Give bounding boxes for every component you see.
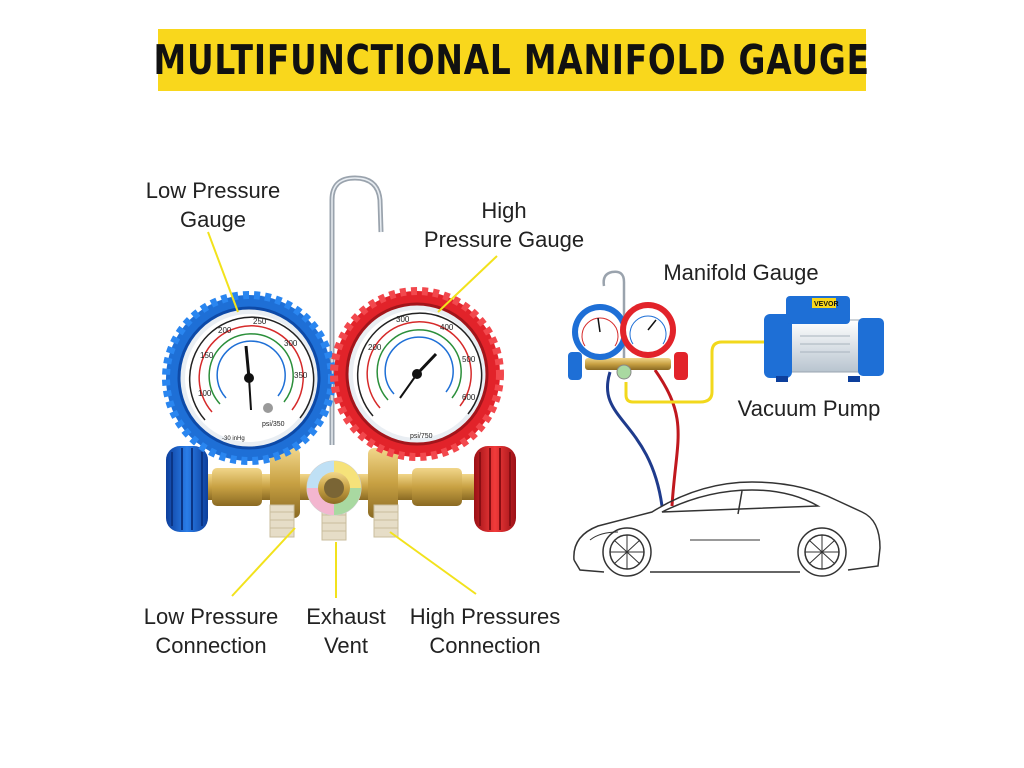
high-side-valve-knob — [474, 446, 516, 532]
low-gauge-vacuum-label: -30 inHg — [222, 436, 245, 442]
label-low-pressure-connection: Low Pressure Connection — [143, 604, 279, 658]
low-gauge-unit: psi/350 — [262, 421, 285, 428]
sight-glass — [306, 460, 362, 516]
label-vacuum-pump: Vacuum Pump — [737, 396, 881, 421]
low-gauge-tick-250: 250 — [253, 317, 267, 326]
blue-hose — [606, 371, 664, 507]
label-high-pressures-connection: High Pressures Connection — [409, 604, 561, 658]
high-pressure-gauge: 200 300 400 500 600 psi/750 — [330, 287, 504, 461]
low-gauge-tick-200: 200 — [218, 326, 232, 335]
low-side-valve-knob — [166, 446, 208, 532]
high-gauge-tick-200: 200 — [368, 343, 382, 352]
leader-lines — [207, 231, 498, 598]
title-banner: MULTIFUNCTIONAL MANIFOLD GAUGE — [154, 29, 869, 91]
low-gauge-tick-350: 350 — [294, 371, 308, 380]
low-pressure-gauge: 100 150 200 250 300 350 psi/350 -30 inHg — [162, 291, 336, 465]
high-gauge-tick-400: 400 — [440, 323, 454, 332]
vacuum-pump: VEVOR — [764, 296, 884, 382]
red-hose — [653, 369, 680, 507]
low-gauge-tick-100: 100 — [198, 389, 212, 398]
label-high-pressure-gauge: High Pressure Gauge — [423, 198, 585, 252]
small-manifold-gauge — [568, 270, 688, 380]
high-gauge-tick-600: 600 — [462, 393, 476, 402]
pump-brand-label: VEVOR — [814, 301, 839, 308]
label-manifold-gauge: Manifold Gauge — [663, 260, 819, 285]
low-gauge-tick-300: 300 — [284, 339, 298, 348]
label-low-pressure-gauge: Low Pressure Gauge — [145, 178, 281, 232]
high-pressure-port — [373, 504, 399, 538]
low-pressure-port — [269, 504, 295, 538]
low-gauge-tick-150: 150 — [200, 351, 214, 360]
yellow-hose — [624, 340, 768, 404]
banner-title: MULTIFUNCTIONAL MANIFOLD GAUGE — [153, 36, 871, 84]
high-gauge-tick-500: 500 — [462, 355, 476, 364]
label-exhaust-vent: Exhaust Vent — [306, 604, 386, 658]
high-gauge-tick-300: 300 — [396, 315, 410, 324]
high-gauge-unit: psi/750 — [410, 433, 433, 440]
car-outline — [573, 481, 881, 577]
